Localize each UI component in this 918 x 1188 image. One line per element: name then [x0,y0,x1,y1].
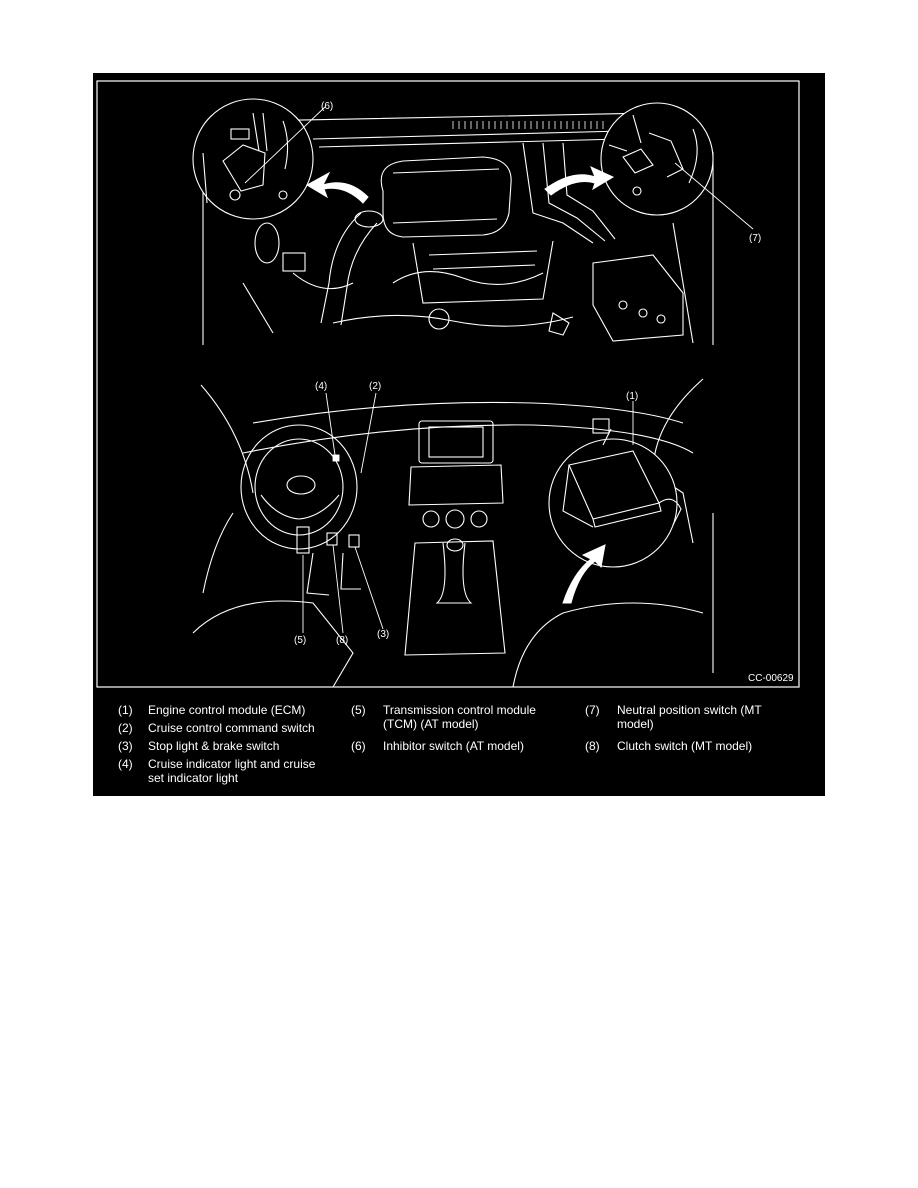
callout-6: (6) [321,101,334,112]
legend-text: Neutral position switch (MT model) [617,703,762,731]
legend-num: (8) [585,739,600,753]
legend-num: (6) [351,739,366,753]
legend-num: (2) [118,721,133,735]
legend-text: Inhibitor switch (AT model) [383,739,524,753]
leader-3 [354,546,384,630]
leader-8 [332,544,344,634]
callout-8: (8) [336,635,349,646]
callout-2: (2) [369,381,382,392]
leader-6 [244,106,326,184]
callout-1: (1) [626,391,639,402]
component-location-drawing [96,80,800,688]
legend-num: (3) [118,739,133,753]
arrow-to-inset-left [305,171,369,204]
leader-2 [360,392,377,474]
legend-text: Engine control module (ECM) [148,703,306,717]
diagram-figure: (6) (7) (4) (2) (1) (5) (8) (3) CC-00629… [93,73,825,796]
legend-num: (7) [585,703,600,717]
arrow-to-inset-ecm [562,544,606,604]
callout-3: (3) [377,629,390,640]
legend-text: Stop light & brake switch [148,739,280,753]
callout-4: (4) [315,381,328,392]
legend-text: Clutch switch (MT model) [617,739,753,753]
drawing-frame [96,80,800,688]
inset-neutral-switch [600,102,714,216]
leader-7 [674,162,754,230]
callout-5: (5) [294,635,307,646]
legend-num: (5) [351,703,366,717]
legend: (1) Engine control module (ECM) (2) Crui… [93,698,825,796]
callout-7: (7) [749,233,762,244]
legend-num: (4) [118,757,133,771]
callout-leaders [302,392,634,634]
legend-text: Cruise indicator light and cruise set in… [148,757,316,785]
figure-code: CC-00629 [748,673,794,684]
inset-ecm [548,428,682,568]
legend-text: Cruise control command switch [148,721,315,735]
arrow-to-inset-right [544,166,615,196]
cabin-illustration [192,378,714,688]
legend-num: (1) [118,703,133,717]
leader-4 [325,392,336,456]
legend-text: Transmission control module (TCM) (AT mo… [383,703,536,731]
marker-4 [332,454,340,462]
inset-inhibitor-switch [192,98,314,220]
